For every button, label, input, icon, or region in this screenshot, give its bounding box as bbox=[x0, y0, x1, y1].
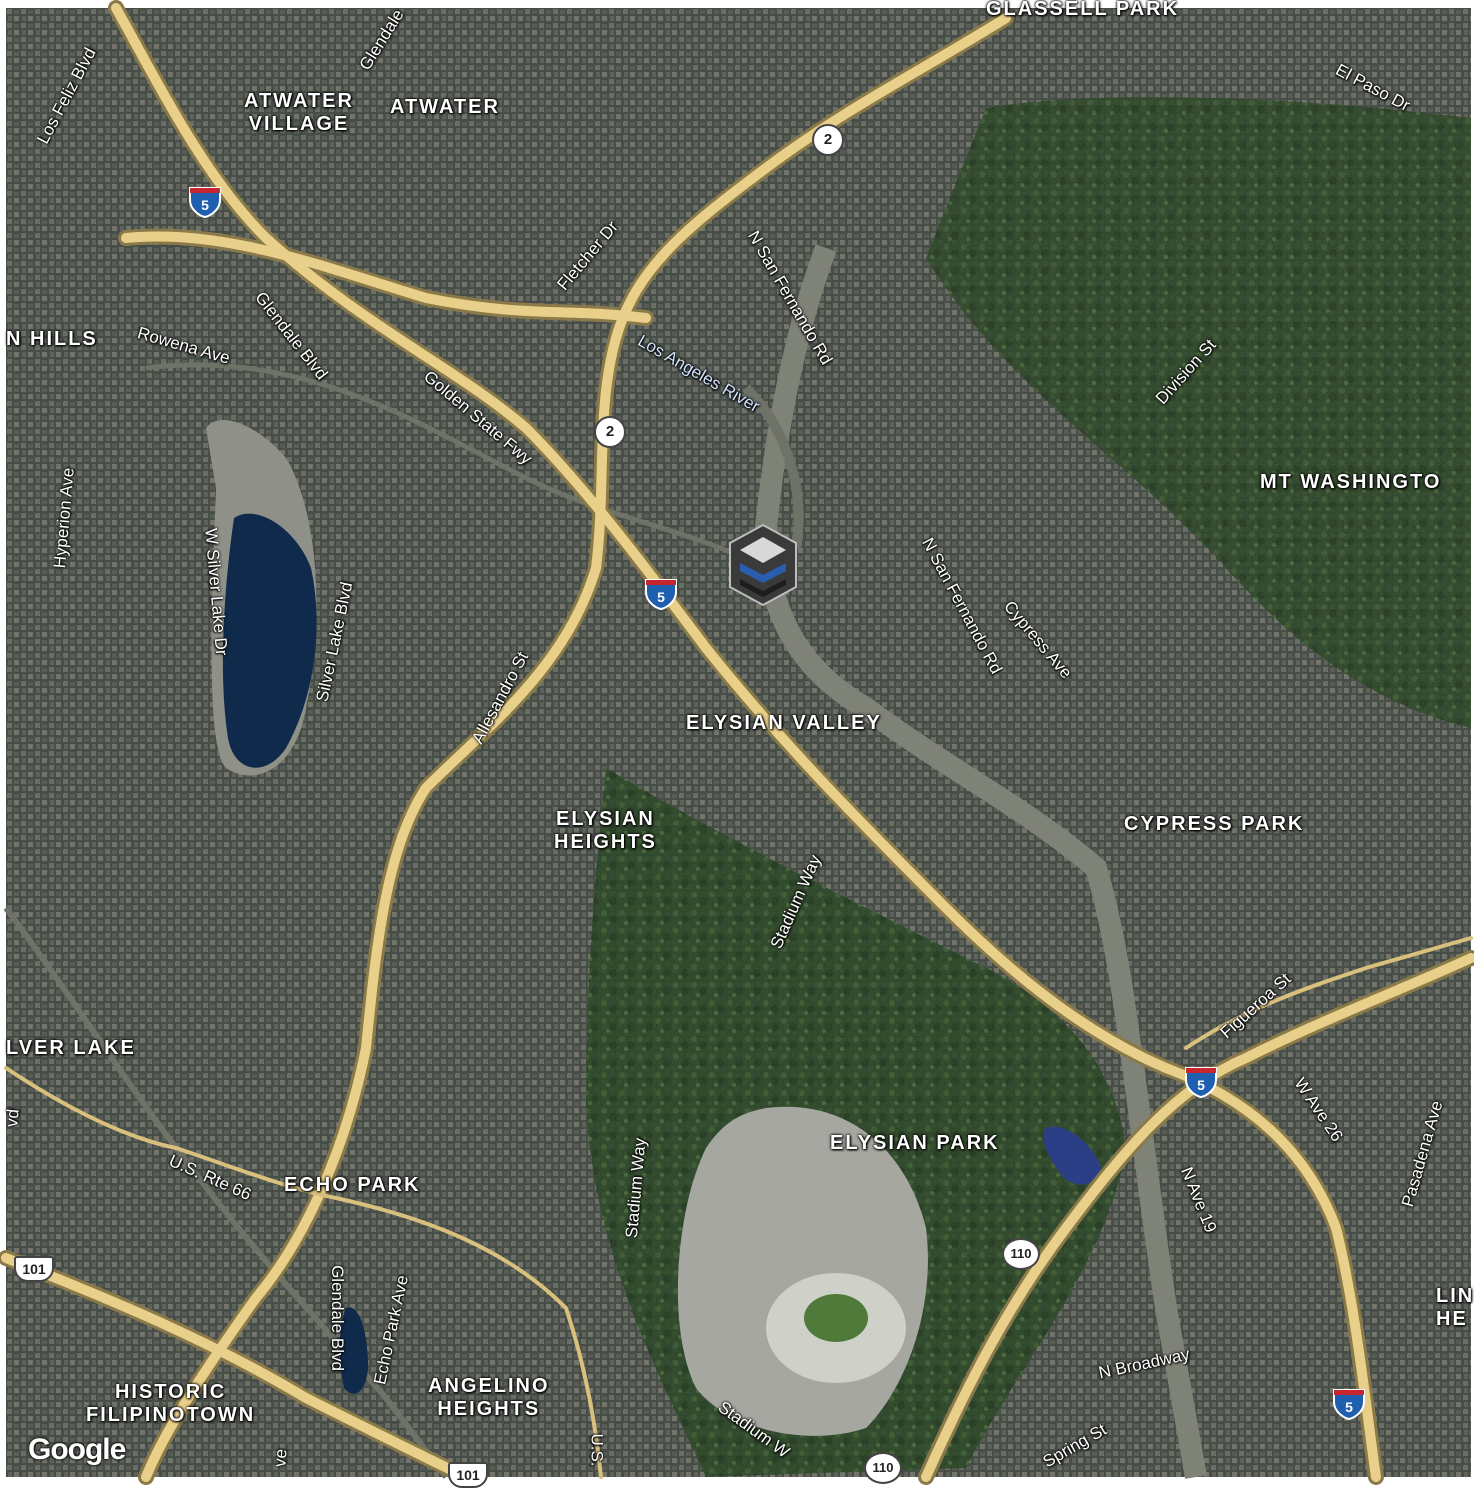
street-us-bottom: U.S. bbox=[587, 1433, 607, 1467]
state-route-2-shield-north: 2 bbox=[812, 124, 844, 156]
neighborhood-glassell-park: GLASSELL PARK bbox=[986, 0, 1180, 20]
neighborhood-elysian-park: ELYSIAN PARK bbox=[830, 1132, 1000, 1154]
us-101-shield-west: 101 bbox=[14, 1256, 54, 1282]
interstate-5-shield-center: 5 bbox=[644, 574, 678, 611]
interstate-5-shield-north: 5 bbox=[188, 182, 222, 219]
echo-park-lake bbox=[339, 1307, 368, 1394]
street-ve-bottom: ve bbox=[270, 1448, 291, 1468]
neighborhood-cypress-park: CYPRESS PARK bbox=[1124, 813, 1305, 835]
interstate-5-number: 5 bbox=[1345, 1399, 1353, 1415]
elysian-reservoir bbox=[1043, 1126, 1101, 1185]
neighborhood-silver-lake: LVER LAKE bbox=[6, 1037, 136, 1059]
layered-stack-logo-icon bbox=[729, 523, 797, 607]
silver-lake-reservoir bbox=[222, 513, 317, 768]
dodger-stadium-parking bbox=[677, 1106, 928, 1436]
state-route-110-shield-center: 110 bbox=[1002, 1238, 1040, 1270]
state-route-2-shield-south: 2 bbox=[594, 416, 626, 448]
neighborhood-n-hills: N HILLS bbox=[6, 328, 98, 350]
street-vd-left: vd bbox=[2, 1108, 23, 1128]
interstate-5-number: 5 bbox=[201, 197, 209, 213]
street-glendale-blvd-south: Glendale Blvd bbox=[327, 1265, 347, 1371]
los-angeles-river-channel bbox=[754, 244, 1207, 1479]
interstate-5-number: 5 bbox=[657, 589, 665, 605]
interstate-5-shield-south: 5 bbox=[1332, 1384, 1366, 1421]
neighborhood-mt-washington: MT WASHINGTO bbox=[1260, 471, 1442, 493]
us-101-shield-bottom: 101 bbox=[448, 1462, 488, 1488]
mt-washington-hills bbox=[926, 97, 1471, 729]
google-attribution-logo[interactable]: Google bbox=[28, 1433, 126, 1466]
neighborhood-echo-park: ECHO PARK bbox=[284, 1174, 421, 1196]
neighborhood-atwater: ATWATER bbox=[390, 96, 500, 118]
interstate-5-number: 5 bbox=[1197, 1077, 1205, 1093]
state-route-110-shield-bottom: 110 bbox=[864, 1452, 902, 1484]
location-marker[interactable] bbox=[726, 523, 800, 607]
neighborhood-elysian-valley: ELYSIAN VALLEY bbox=[686, 712, 882, 734]
interstate-5-shield-east: 5 bbox=[1184, 1062, 1218, 1099]
